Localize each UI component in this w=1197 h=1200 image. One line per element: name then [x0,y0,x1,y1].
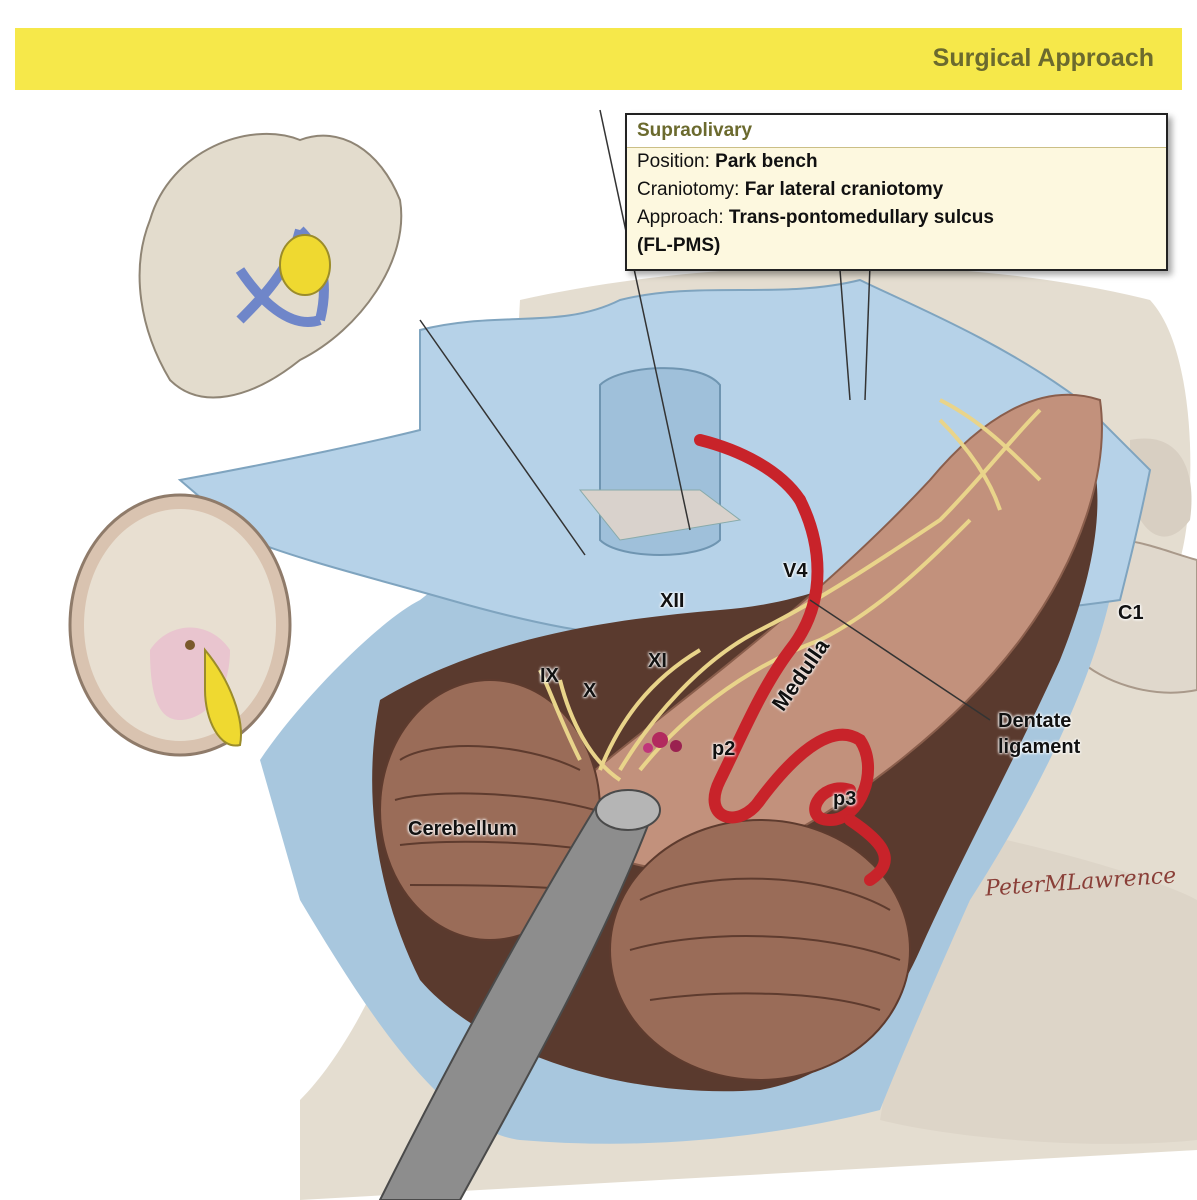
approach-row-cont: (FL-PMS) [627,232,1166,260]
approach-name: Supraolivary [627,115,1166,148]
retraction-sutures [419,109,991,721]
nerve-bundle [538,398,1042,782]
label-xii: XII [660,590,685,612]
approach-label: Approach: [637,207,729,228]
approach-value-cont: (FL-PMS) [637,235,721,256]
page-title: Surgical Approach [932,44,1154,72]
vertebral-pica-arteries [694,434,891,886]
header-banner: Surgical Approach [15,28,1182,90]
label-p2: p2 [712,738,736,760]
label-c1: C1 [1118,602,1144,624]
cerebellum-lower-folia [629,877,901,1011]
label-cerebellum: Cerebellum [408,818,517,840]
position-row: Position: Park bench [627,148,1166,176]
right-bone [1130,438,1192,537]
craniotomy-label: Craniotomy: [637,179,745,200]
craniotomy-value: Far lateral craniotomy [744,179,944,200]
cerebellum-folia [394,745,596,891]
retractor-tip [595,789,661,831]
position-value: Park bench [715,151,818,172]
approach-info-box: Supraolivary Position: Park bench Cranio… [625,113,1168,271]
label-v4: V4 [783,560,808,582]
label-dentate-ligament-line2: ligament [998,736,1081,758]
dura-window [578,489,742,541]
approach-value: Trans-pontomedullary sulcus [728,207,994,228]
approach-row: Approach: Trans-pontomedullary sulcus [627,204,1166,232]
label-ix: IX [540,665,559,687]
label-dentate-ligament-line1: Dentate [998,710,1072,732]
lesion [643,732,682,753]
label-p3: p3 [833,788,857,810]
label-x: X [583,680,597,702]
label-xi: XI [648,650,667,672]
craniotomy-row: Craniotomy: Far lateral craniotomy [627,176,1166,204]
position-label: Position: [637,151,716,172]
retractor [378,798,652,1200]
skull-base-inset [68,493,292,757]
skull-lateral-inset [138,132,403,399]
